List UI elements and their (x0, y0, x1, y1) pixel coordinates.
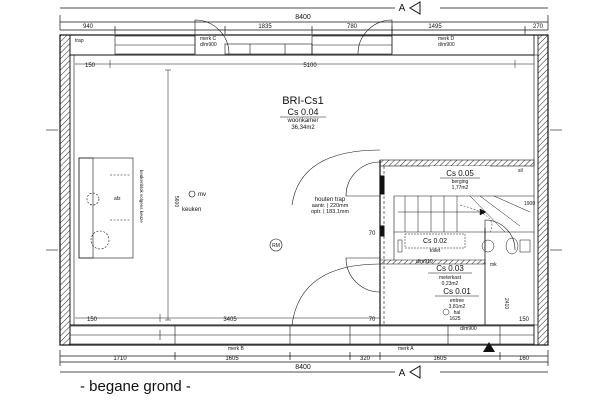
dim-top-seg2: 1835 (258, 24, 272, 30)
smoke-detector-icon (269, 238, 283, 252)
staircase (398, 195, 531, 233)
room-main-area: 36,34m2 (291, 125, 315, 131)
inner-top-dimension (75, 60, 534, 68)
facade-bottom (69, 325, 535, 345)
dim-top-seg3: 780 (347, 24, 358, 30)
door-swing-d (357, 19, 393, 55)
entree-area: 3,81m2 (449, 304, 466, 310)
meterkast-code: Cs 0.03 (436, 264, 464, 273)
label-merk-a: merk A (398, 346, 414, 352)
trap-line3: optr. | 183,1mm (311, 209, 350, 215)
label-kitchen-note: keukenblok volgens keuze (139, 170, 144, 223)
entree-code: Cs 0.01 (443, 287, 471, 296)
core-walls (379, 159, 535, 325)
dim-bottom-seg4: 1605 (433, 356, 447, 362)
dim-top-seg1: 940 (83, 24, 94, 30)
label-mk: mk (490, 262, 497, 268)
dim-bottom-seg2: 1605 (225, 356, 239, 362)
dim-bottom-seg1: 1710 (113, 356, 127, 362)
dim-left-vert: 5600 (173, 196, 179, 207)
toilet-fixtures (397, 237, 531, 255)
section-marker-top (60, 1, 548, 15)
dim-bottom-total: 8400 (295, 364, 311, 371)
room-main-name: woonkamer (286, 118, 318, 124)
dim-mid-left-bottom: 70 (369, 317, 376, 323)
dim-stair-h: 1900 (524, 201, 535, 207)
label-sil: sil (518, 168, 523, 174)
toilet-name: toilet (430, 248, 441, 254)
door-swing-c (194, 19, 230, 55)
room-main-sub: Cs 0.04 (287, 107, 318, 117)
trap-line1: houten trap (315, 197, 346, 203)
label-mv: mv (198, 192, 206, 198)
toilet-box (404, 233, 466, 249)
berging-code: Cs 0.05 (446, 169, 474, 178)
dim-top-total: 8400 (295, 14, 311, 21)
entree-sub: hal (454, 310, 461, 316)
label-afz: afz (114, 196, 121, 202)
interior-door-swings (345, 161, 516, 293)
label-merk-c-code: d/m900 (200, 42, 217, 48)
meterkast-name: meterkast (439, 275, 462, 281)
berging-area: 1,77m2 (452, 185, 469, 191)
meterkast-area: 0,23m2 (442, 281, 459, 287)
dim-top-seg5: 270 (533, 24, 544, 30)
label-rm: RM (272, 243, 280, 249)
label-merk-b: merk B (228, 346, 245, 352)
berging-name: berging (452, 179, 469, 185)
top-dimension (59, 15, 549, 34)
label-merk-c: merk C (200, 36, 217, 42)
trap-line2: aantr. | 220mm (312, 203, 349, 209)
label-trap: trap (75, 38, 84, 44)
dim-inner-bottom: 3405 (223, 317, 237, 323)
toilet-code: Cs 0.02 (423, 238, 447, 245)
dim-stair-w: 2410 (503, 298, 509, 309)
door-label-mk: d/m910 (416, 259, 433, 265)
dim-bottom-seg5: 160 (519, 356, 530, 362)
axis-ticks (46, 129, 562, 340)
label-merk-d-code: d/m900 (438, 42, 455, 48)
dim-inner-top: 5100 (303, 63, 317, 69)
door-label-entree: d/m900 (460, 326, 477, 332)
entry-arrow (483, 342, 495, 352)
drawing-caption: - begane grond - (80, 378, 191, 395)
section-label-bottom: A (399, 368, 406, 379)
dim-bottom-seg3: 320 (360, 356, 371, 362)
left-dimension (165, 69, 171, 321)
label-merk-d: merk D (438, 36, 455, 42)
dim-inner-right-bottom: 150 (519, 317, 530, 323)
inner-bottom-dimension (75, 314, 380, 322)
dim-inner-left-top: 150 (85, 63, 96, 69)
room-main-code: BRI-Cs1 (282, 95, 324, 107)
dim-inner-left-bottom: 150 (87, 317, 98, 323)
section-marker-bottom (60, 365, 548, 379)
living-room-door-swings (291, 149, 381, 326)
section-label-top: A (399, 3, 406, 14)
dim-mid-left: 70 (369, 231, 376, 237)
facade-top (114, 35, 393, 55)
label-keuken: keuken (182, 207, 201, 213)
dim-top-seg4: 1495 (428, 24, 442, 30)
bottom-dimension (59, 350, 549, 366)
entree-fixture (442, 308, 450, 316)
entree-name: entree (450, 298, 464, 304)
kitchen-unit (78, 157, 134, 259)
mv-symbol (188, 190, 196, 198)
dim-bottom-right: 1625 (449, 316, 460, 322)
